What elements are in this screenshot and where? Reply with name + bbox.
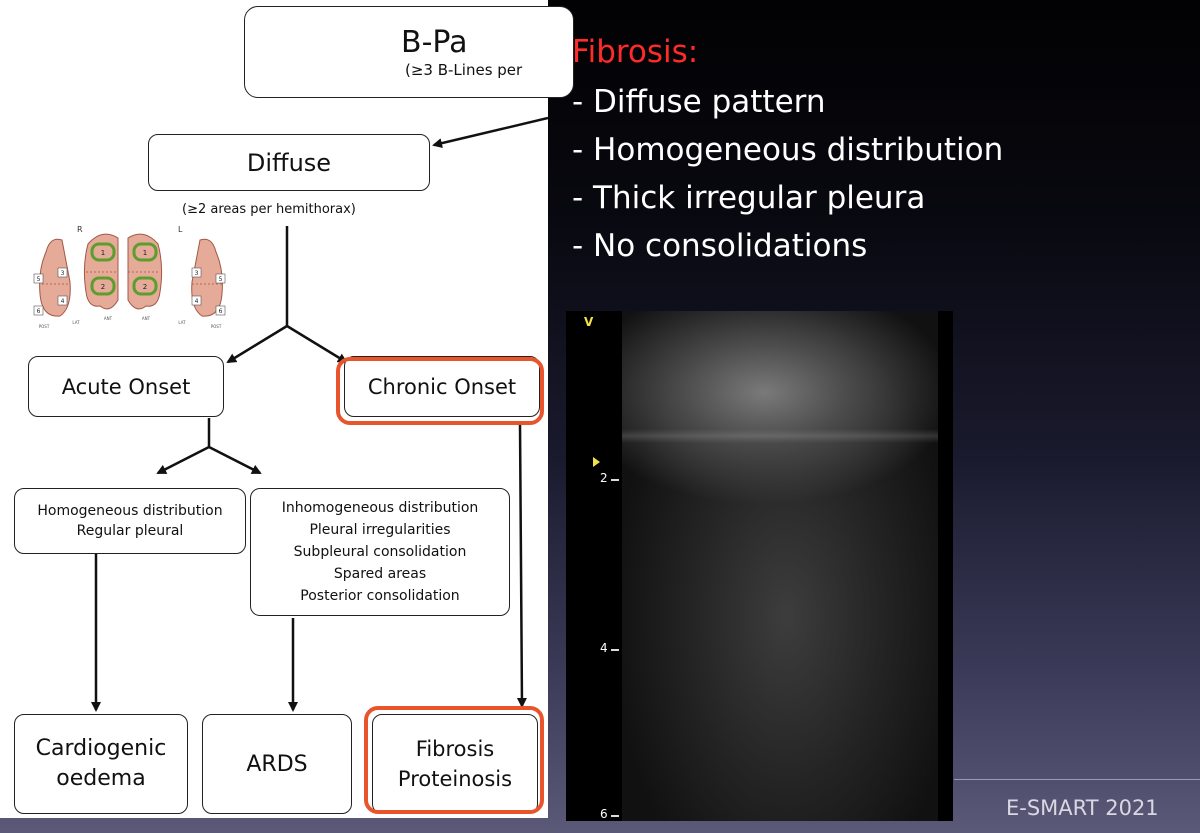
- b-pattern-subtitle: (≥3 B-Lines per: [405, 61, 523, 79]
- view-label: POST: [39, 324, 50, 329]
- depth-label: 2: [600, 471, 608, 485]
- arrow-chronic-to-fibrosis: [516, 423, 527, 708]
- arrow-to-acute: [226, 324, 288, 364]
- fibrosis-box: Fibrosis Proteinosis: [372, 714, 538, 814]
- depth-tick: [611, 479, 619, 481]
- acute-onset-label: Acute Onset: [61, 374, 191, 399]
- view-label: ANT: [142, 316, 151, 321]
- inhomogeneous-line: Subpleural consolidation: [293, 544, 467, 560]
- lung-ultrasound-image: V 2 4 6: [566, 311, 953, 821]
- fibrosis-highlight: [364, 706, 544, 814]
- fibrosis-line: Fibrosis: [415, 737, 495, 761]
- depth-label: 6: [600, 807, 608, 821]
- footer-rule: [954, 779, 1200, 780]
- arrow-to-inhomogeneous: [208, 445, 262, 475]
- footer-label: E-SMART 2021: [1006, 796, 1159, 820]
- inhomogeneous-line: Spared areas: [333, 566, 427, 582]
- zone-label: 2: [101, 283, 105, 291]
- zone-label: 6: [219, 308, 223, 315]
- view-label: ANT: [104, 316, 113, 321]
- ards-box: ARDS: [202, 714, 352, 814]
- cardiogenic-oedema-box: Cardiogenic oedema: [14, 714, 188, 814]
- lung-side-r: R: [77, 225, 83, 234]
- arrow-top-to-diffuse: [432, 116, 548, 149]
- ards-label: ARDS: [246, 751, 308, 777]
- homogeneous-line: Regular pleural: [76, 523, 184, 539]
- inhomogeneous-box: Inhomogeneous distribution Pleural irreg…: [250, 488, 510, 616]
- chronic-onset-label: Chronic Onset: [367, 374, 517, 399]
- view-label: POST: [211, 324, 222, 329]
- slide-bullet: - Diffuse pattern: [572, 84, 826, 120]
- view-label: LAT: [72, 320, 80, 325]
- zone-ring: [132, 242, 158, 262]
- fibrosis-line: Proteinosis: [397, 767, 513, 791]
- flowchart-panel: B-Pa (≥3 B-Lines per Diffuse (≥2 areas p…: [0, 0, 574, 818]
- cardiogenic-line: Cardiogenic: [35, 736, 167, 761]
- homogeneous-box: Homogeneous distribution Regular pleural: [14, 488, 246, 554]
- depth-label: 4: [600, 641, 608, 655]
- zone-ring: [132, 276, 158, 296]
- zone-ring: [90, 276, 116, 296]
- b-pattern-box: B-Pa (≥3 B-Lines per: [244, 6, 574, 98]
- diffuse-caption: (≥2 areas per hemithorax): [182, 202, 356, 217]
- zone-label: 3: [195, 270, 199, 277]
- zone-label: 1: [101, 249, 105, 257]
- inhomogeneous-line: Pleural irregularities: [309, 522, 451, 538]
- zone-label: 5: [37, 276, 41, 283]
- zone-label: 4: [195, 298, 199, 305]
- lung-zones-illustration: R L 1 2 1 2 3 4: [33, 225, 226, 329]
- zone-label: 1: [143, 249, 147, 257]
- arrow-to-chronic: [286, 324, 348, 364]
- diffuse-label: Diffuse: [246, 148, 332, 177]
- slide-bullet: - No consolidations: [572, 228, 868, 264]
- inhomogeneous-line: Posterior consolidation: [300, 588, 460, 604]
- inhomogeneous-line: Inhomogeneous distribution: [281, 500, 479, 516]
- diffuse-box: Diffuse: [148, 134, 430, 191]
- depth-tick: [611, 815, 619, 817]
- ultrasound-marker: V: [584, 315, 594, 329]
- flowchart-connectors: [91, 116, 548, 712]
- view-label: LAT: [178, 320, 186, 325]
- b-pattern-title: B-Pa: [401, 25, 468, 60]
- arrow-to-homogeneous: [156, 445, 210, 475]
- depth-tick: [611, 649, 619, 651]
- focus-marker-icon: [593, 457, 600, 467]
- homogeneous-line: Homogeneous distribution: [37, 503, 223, 519]
- zone-label: 3: [61, 270, 65, 277]
- chronic-onset-highlight: [336, 357, 544, 425]
- zone-label: 6: [37, 308, 41, 315]
- zone-label: 4: [61, 298, 65, 305]
- slide-bullet: - Thick irregular pleura: [572, 180, 926, 216]
- slide-heading: Fibrosis:: [572, 34, 699, 70]
- cardiogenic-line: oedema: [56, 766, 146, 791]
- acute-onset-box: Acute Onset: [28, 356, 224, 417]
- zone-ring: [90, 242, 116, 262]
- slide-bullet: - Homogeneous distribution: [572, 132, 1004, 168]
- pleural-line: [622, 429, 938, 443]
- lung-side-l: L: [178, 225, 183, 234]
- ultrasound-scan-area: [622, 311, 938, 821]
- chronic-onset-box: Chronic Onset: [344, 356, 540, 417]
- zone-label: 2: [143, 283, 147, 291]
- zone-label: 5: [219, 276, 223, 283]
